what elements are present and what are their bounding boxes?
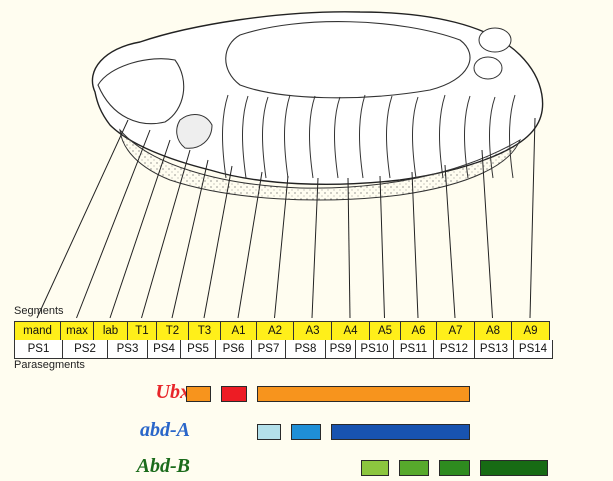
parasegment-ps9: PS9: [326, 340, 356, 358]
segment-a6: A6: [401, 322, 437, 340]
segment-a7: A7: [437, 322, 475, 340]
parasegment-ps1: PS1: [15, 340, 63, 358]
gene-label-abd-a: abd-A: [60, 419, 190, 442]
segment-a5: A5: [370, 322, 401, 340]
pointer-line-lab: [110, 140, 170, 318]
parasegment-ps3: PS3: [108, 340, 148, 358]
pointer-line-a6: [412, 172, 418, 318]
segments-label: Segments: [14, 305, 64, 317]
pointer-line-mand: [37, 120, 128, 318]
expression-bar-abd-a-2: [291, 424, 321, 440]
parasegment-ps12: PS12: [434, 340, 475, 358]
segment-max: max: [61, 322, 94, 340]
segment-a2: A2: [257, 322, 294, 340]
expression-bar-abd-b-2: [399, 460, 429, 476]
expression-bar-ubx-3: [257, 386, 470, 402]
parasegment-ps14: PS14: [514, 340, 553, 358]
segment-a9: A9: [512, 322, 550, 340]
parasegment-ps10: PS10: [356, 340, 394, 358]
segment-a4: A4: [332, 322, 370, 340]
expression-bar-abd-a-3: [331, 424, 470, 440]
parasegments-label: Parasegments: [14, 359, 85, 371]
parasegment-ps6: PS6: [216, 340, 252, 358]
segment-a1: A1: [221, 322, 257, 340]
segment-t2: T2: [157, 322, 189, 340]
parasegment-ps8: PS8: [286, 340, 326, 358]
parasegment-ps13: PS13: [475, 340, 514, 358]
parasegment-ps4: PS4: [148, 340, 181, 358]
expression-bar-abd-b-4: [480, 460, 548, 476]
parasegment-ps7: PS7: [252, 340, 286, 358]
expression-bar-ubx-1: [186, 386, 211, 402]
expression-bar-abd-b-3: [439, 460, 470, 476]
gene-label-ubx: Ubx: [60, 381, 190, 404]
segment-mand: mand: [15, 322, 61, 340]
pointer-line-a8: [482, 150, 493, 318]
expression-bar-abd-b-1: [361, 460, 389, 476]
segment-a3: A3: [294, 322, 332, 340]
segment-lab: lab: [94, 322, 128, 340]
segment-t1: T1: [128, 322, 157, 340]
expression-bar-ubx-2: [221, 386, 247, 402]
segment-a8: A8: [475, 322, 512, 340]
embryo-illustration: [0, 0, 613, 320]
pointer-line-max: [77, 130, 151, 318]
parasegment-ps5: PS5: [181, 340, 216, 358]
embryo-body: [92, 12, 542, 200]
pointer-line-a9: [530, 118, 535, 318]
segment-t3: T3: [189, 322, 221, 340]
pointer-line-a7: [445, 165, 455, 318]
parasegment-ps11: PS11: [394, 340, 434, 358]
expression-bar-abd-a-1: [257, 424, 281, 440]
gene-label-abd-b: Abd-B: [60, 455, 190, 478]
parasegment-ps2: PS2: [63, 340, 108, 358]
